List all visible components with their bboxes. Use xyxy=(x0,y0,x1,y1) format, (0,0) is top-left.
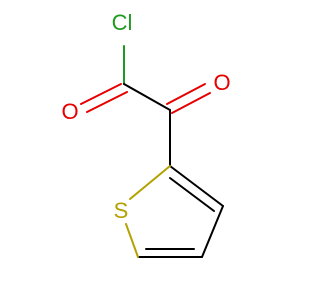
structure-canvas: Cl O O S xyxy=(61,10,231,258)
bond-s-c3 xyxy=(129,165,171,200)
sulfur-label: S xyxy=(114,198,129,223)
bond-c3-c4-a xyxy=(169,165,224,207)
bond-c2-o-right-b xyxy=(171,92,211,114)
oxygen-left-label: O xyxy=(61,99,78,124)
bond-c1-o-left-b xyxy=(86,91,128,113)
molecule-structure: Cl O O S xyxy=(61,10,231,258)
bond-c1-c2 xyxy=(123,83,171,111)
bond-c4-c5 xyxy=(201,205,224,258)
bond-c6-s xyxy=(125,223,139,258)
bond-c1-o-left-a xyxy=(80,83,122,105)
bond-c2-o-right-a xyxy=(166,83,206,105)
bond-c3-c4-b xyxy=(169,177,215,212)
chlorine-label: Cl xyxy=(112,10,133,35)
oxygen-right-label: O xyxy=(213,70,230,95)
